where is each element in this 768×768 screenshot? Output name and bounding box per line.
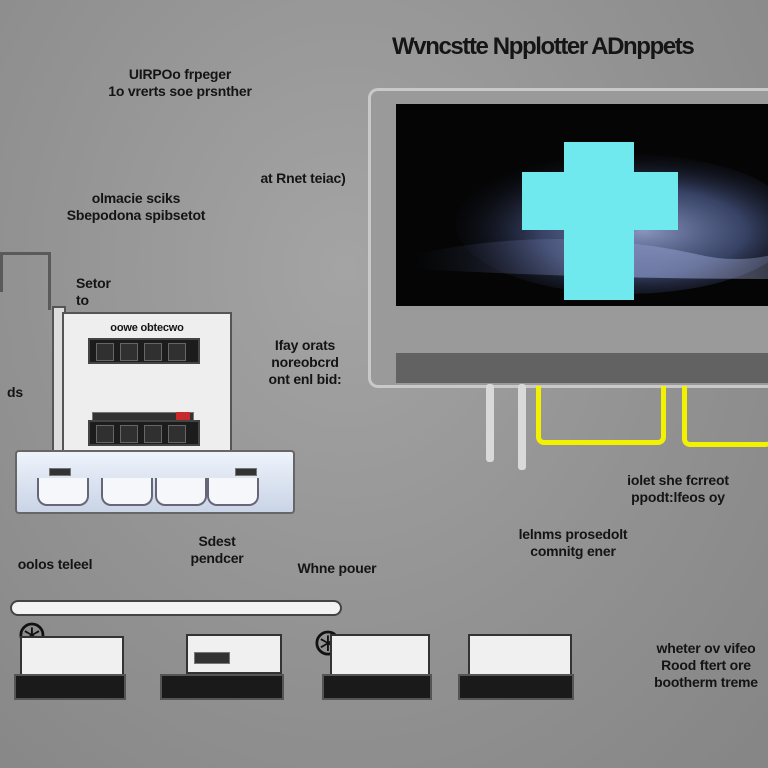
device-2-port [194, 652, 230, 664]
device-3-base [322, 674, 432, 700]
router-port-row-2 [88, 420, 200, 446]
device-3 [330, 634, 430, 676]
port [168, 425, 186, 443]
label-top-left: UIRPOo frpeger 1o vrerts soe prsnther [108, 66, 252, 99]
monitor-leg-mid [518, 384, 526, 470]
label-center-mid: lelnms prosedolt comnitg ener [518, 526, 628, 559]
port [96, 343, 114, 361]
port [120, 425, 138, 443]
port [144, 343, 162, 361]
router-panel-label: oowe obtecwo [110, 322, 184, 334]
port [120, 343, 138, 361]
plus-cross-icon [522, 142, 678, 300]
tray-slot [37, 478, 89, 506]
monitor-screen [396, 104, 768, 306]
diagram-title: Wvncstte Npplotter ADnppets [392, 33, 695, 60]
wire-left [0, 252, 3, 292]
device-1 [20, 636, 124, 678]
router-port-row-1 [88, 338, 200, 364]
label-bottom-right: wheter ov vifeo Rood ftert ore bootherm … [654, 640, 758, 690]
router-status-light [176, 412, 190, 422]
connecting-pipe [10, 600, 342, 616]
label-right-of-router: Ifay orats noreobcrd ont enl bid: [268, 337, 342, 387]
screen-graphic [416, 142, 768, 300]
tray-slot [155, 478, 207, 506]
monitor-leg-left [486, 384, 494, 462]
label-left-edge: ds [7, 384, 23, 400]
tray-led [235, 468, 257, 476]
label-right-mid: iolet she fcrreot ppodt:lfeos oy [627, 472, 729, 505]
device-1-base [14, 674, 126, 700]
label-bottom-center1: Sdest pendcer [190, 533, 244, 566]
monitor-base [396, 353, 768, 383]
port [168, 343, 186, 361]
label-screen: at Rnet teiac) [260, 170, 346, 186]
device-4-base [458, 674, 574, 700]
wire-down [48, 252, 51, 310]
port [144, 425, 162, 443]
port [96, 425, 114, 443]
wire-top [0, 252, 50, 255]
router-tray [15, 450, 295, 514]
device-2-base [160, 674, 284, 700]
device-4 [468, 634, 572, 676]
label-mid-left: olmacie sciks Sbepodona spibsetot [66, 190, 206, 223]
tray-slot [207, 478, 259, 506]
label-bottom-center2: Whne pouer [297, 560, 377, 576]
tray-led [49, 468, 71, 476]
yellow-cable-1 [536, 386, 666, 445]
label-bottom-left: oolos teleel [17, 556, 93, 572]
yellow-cable-2 [682, 386, 768, 447]
tray-slot [101, 478, 153, 506]
label-sector: Setor to [76, 275, 111, 308]
